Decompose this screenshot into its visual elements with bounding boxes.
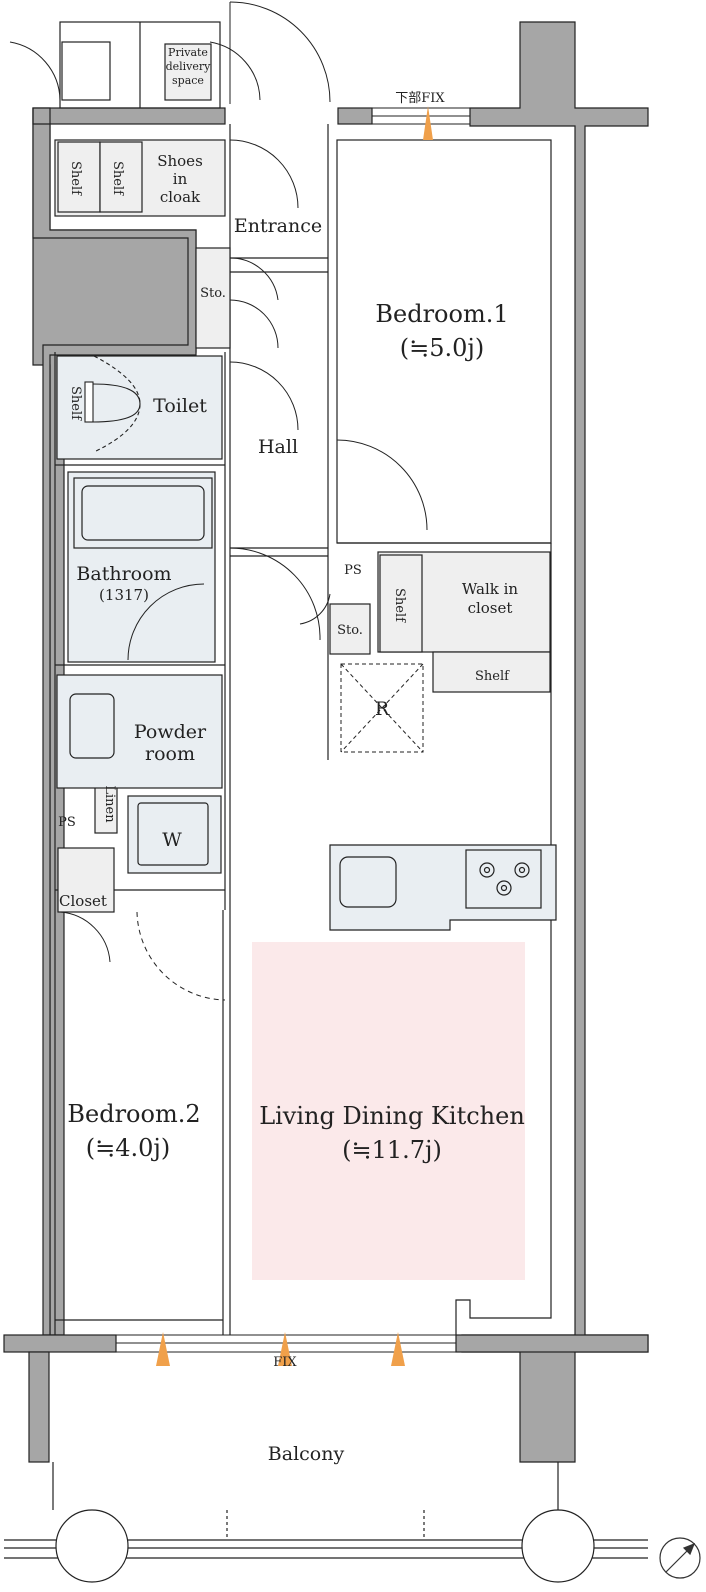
label-shelf-1: Shelf — [68, 161, 83, 196]
label-fix-bottom: FIX — [273, 1355, 297, 1370]
label-linen: Linen — [102, 785, 117, 823]
label-entrance: Entrance — [234, 215, 322, 237]
label-shoes-line2: in — [173, 170, 188, 188]
label-washer: W — [162, 829, 182, 851]
label-shelf-wic: Shelf — [392, 588, 407, 623]
label-shoes-line3: cloak — [160, 188, 201, 206]
label-bathroom: Bathroom — [76, 563, 171, 585]
label-sto-1: Sto. — [200, 286, 226, 301]
ldk-floor-highlight — [252, 942, 525, 1280]
wet-areas — [56, 355, 557, 931]
label-sto-2: Sto. — [337, 623, 363, 638]
label-private-line2: delivery — [166, 60, 212, 73]
label-bedroom1: Bedroom.1 — [375, 300, 508, 328]
label-refrigerator: R — [375, 698, 390, 720]
label-walkin-line2: closet — [468, 599, 513, 617]
label-bedroom2: Bedroom.2 — [67, 1100, 200, 1128]
label-toilet: Toilet — [153, 395, 207, 417]
label-powder-line2: room — [145, 743, 195, 765]
structural-walls — [3, 21, 649, 1463]
stove-burners-icon — [479, 862, 530, 896]
label-ps-2: PS — [58, 815, 76, 830]
door-swings — [9, 1, 428, 1001]
label-closet: Closet — [59, 892, 107, 910]
toilet-fixture — [84, 355, 141, 453]
label-balcony: Balcony — [268, 1443, 345, 1465]
ventilation-arrows — [156, 106, 433, 1366]
refrigerator-space — [340, 663, 424, 753]
label-hall: Hall — [258, 436, 298, 458]
label-ldk-area: (≒11.7j) — [342, 1136, 442, 1164]
label-powder-line1: Powder — [134, 721, 207, 743]
label-bedroom1-area: (≒5.0j) — [400, 334, 484, 362]
label-walkin-line1: Walk in — [462, 580, 519, 598]
label-shelf-2: Shelf — [110, 161, 125, 196]
balcony-structure — [4, 1462, 648, 1583]
label-shelf-wic-bottom: Shelf — [475, 669, 510, 684]
label-ps-1: PS — [344, 563, 362, 578]
label-shelf-toilet: Shelf — [68, 386, 83, 421]
storage-areas — [54, 139, 551, 913]
label-fix-top: 下部FIX — [395, 91, 445, 106]
label-bedroom2-area: (≒4.0j) — [86, 1134, 170, 1162]
delivery-area — [59, 21, 221, 109]
label-private-line3: space — [172, 74, 204, 87]
label-bathroom-size: (1317) — [99, 586, 149, 604]
north-arrow-icon — [659, 1537, 701, 1579]
room-labels: Private delivery space 下部FIX Shelf Shelf… — [58, 46, 525, 1465]
label-shoes-line1: Shoes — [157, 152, 203, 170]
label-private-line1: Private — [168, 46, 208, 59]
label-ldk: Living Dining Kitchen — [259, 1102, 525, 1130]
